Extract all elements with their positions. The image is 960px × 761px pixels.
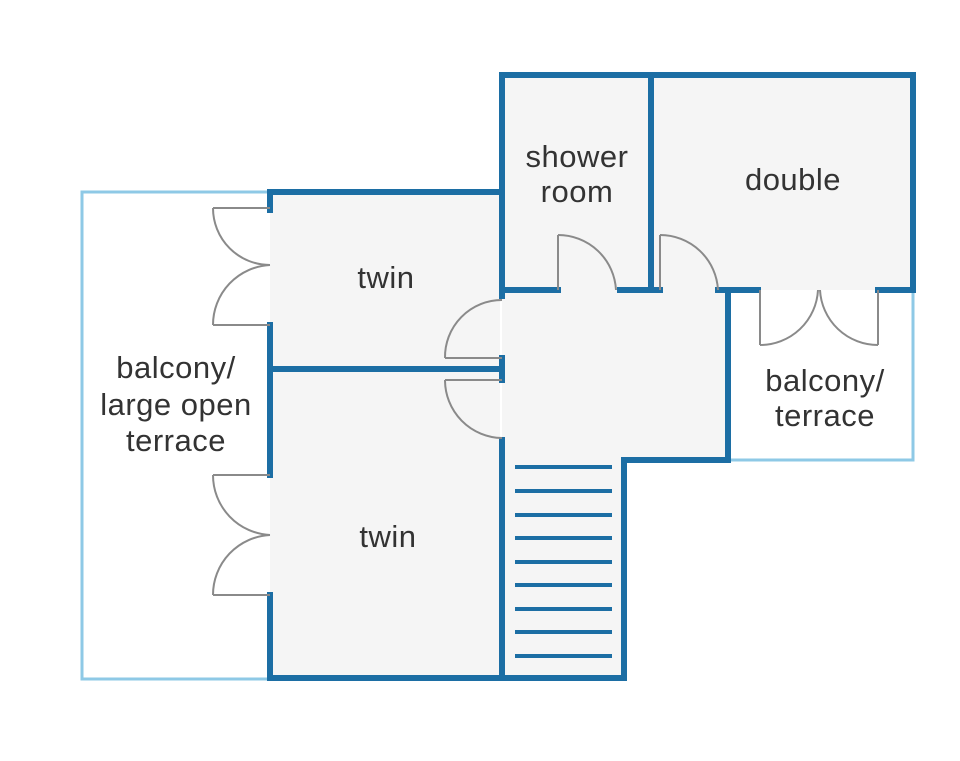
twin-upper-label: twin bbox=[357, 260, 414, 295]
doors bbox=[211, 207, 879, 596]
double-room-door bbox=[659, 233, 719, 291]
double-balcony-door bbox=[759, 289, 879, 347]
balcony-left-label-line3: terrace bbox=[126, 423, 226, 458]
balcony-right-label-line2: terrace bbox=[775, 398, 875, 433]
balcony-right-label-line1: balcony/ bbox=[765, 363, 884, 398]
twin-upper-door bbox=[443, 299, 503, 359]
twin-lower-door bbox=[444, 379, 503, 439]
room-labels: twin twin shower room double balcony/ la… bbox=[100, 139, 884, 554]
shower-room-label-line1: shower bbox=[526, 139, 629, 174]
shower-room-label-line2: room bbox=[541, 174, 614, 209]
shower-room-door bbox=[557, 233, 617, 291]
balcony-right-area bbox=[728, 290, 915, 462]
balcony-left-label-line1: balcony/ bbox=[116, 350, 235, 385]
room-fills bbox=[270, 75, 913, 678]
twin-lower-label: twin bbox=[359, 519, 416, 554]
balcony-door-lower bbox=[211, 474, 271, 596]
double-label: double bbox=[745, 162, 841, 197]
balcony-door-upper bbox=[211, 207, 271, 326]
walls bbox=[267, 72, 916, 681]
balcony-left-area bbox=[80, 190, 268, 681]
balcony-left-label-line2: large open bbox=[100, 387, 252, 422]
staircase bbox=[515, 465, 612, 658]
